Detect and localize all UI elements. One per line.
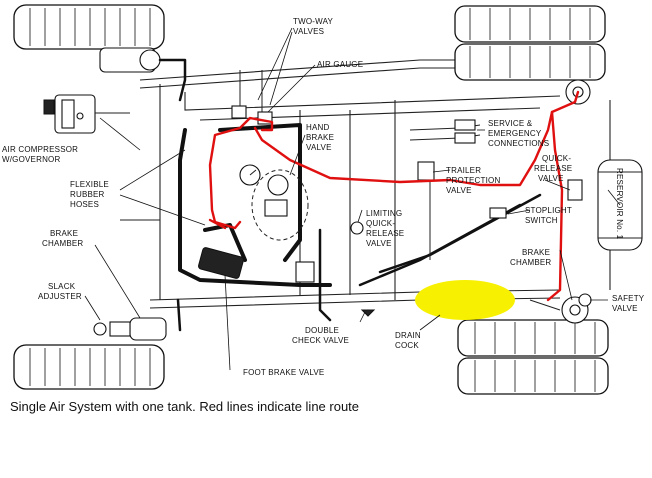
label-brake-chamber-right-1: BRAKE (522, 248, 550, 257)
label-brake-chamber-left-1: BRAKE (50, 229, 78, 238)
trailer-protection-valve (417, 161, 435, 181)
front-hub (99, 47, 161, 73)
air-gauge (239, 164, 261, 186)
label-limiting-2: QUICK- (366, 219, 395, 228)
label-limiting-1: LIMITING (366, 209, 402, 218)
label-slack-adjuster-1: SLACK (48, 282, 76, 291)
label-brake-chamber-left-2: CHAMBER (42, 239, 83, 248)
foot-brake-valve (198, 247, 244, 279)
label-drain-cock-1: DRAIN (395, 331, 421, 340)
component-labels: TWO-WAY VALVES AIR GAUGE HAND BRAKE VALV… (2, 17, 645, 377)
label-stoplight-2: SWITCH (525, 216, 558, 225)
front-left-tire (13, 4, 165, 50)
label-drain-cock-2: COCK (395, 341, 419, 350)
label-air-compressor-1: AIR COMPRESSOR (2, 145, 78, 154)
label-double-check-2: CHECK VALVE (292, 336, 349, 345)
label-slack-adjuster-2: ADJUSTER (38, 292, 82, 301)
label-safety-valve-1: SAFETY (612, 294, 645, 303)
label-service-2: EMERGENCY (488, 129, 542, 138)
label-hand-brake-1: HAND (306, 123, 329, 132)
label-double-check-1: DOUBLE (305, 326, 339, 335)
label-quick-release-2: RELEASE (534, 164, 572, 173)
air-compressor (43, 94, 130, 134)
rear-right-tires (457, 319, 609, 395)
label-hand-brake-2: BRAKE (306, 133, 334, 142)
label-safety-valve-2: VALVE (612, 304, 638, 313)
label-trailer-protection-2: PROTECTION (446, 176, 500, 185)
label-air-compressor-2: W/GOVERNOR (2, 155, 60, 164)
label-stoplight-1: STOPLIGHT (525, 206, 572, 215)
rear-left-tires (454, 5, 606, 81)
label-foot-brake-valve: FOOT BRAKE VALVE (243, 368, 324, 377)
label-limiting-3: RELEASE (366, 229, 404, 238)
stoplight-switch (489, 207, 507, 219)
hand-brake-valve (251, 169, 309, 241)
red-line-route (208, 90, 580, 302)
label-brake-chamber-right-2: CHAMBER (510, 258, 551, 267)
drain-cock-highlight (415, 280, 515, 320)
label-trailer-protection-3: VALVE (446, 186, 472, 195)
label-flexible-hoses-3: HOSES (70, 200, 99, 209)
diagram-caption: Single Air System with one tank. Red lin… (10, 399, 360, 414)
double-check-valve (295, 261, 376, 317)
label-trailer-protection-1: TRAILER (446, 166, 481, 175)
label-service-1: SERVICE & (488, 119, 533, 128)
limiting-quick-release-valve (350, 221, 364, 235)
label-quick-release-1: QUICK- (542, 154, 571, 163)
label-hand-brake-3: VALVE (306, 143, 332, 152)
quick-release-valve (567, 179, 583, 201)
label-flexible-hoses-2: RUBBER (70, 190, 105, 199)
label-quick-release-3: VALVE (538, 174, 564, 183)
label-reservoir: RESERVOIR No. 1 (615, 168, 624, 240)
label-service-3: CONNECTIONS (488, 139, 549, 148)
label-two-way-valves-1: TWO-WAY (293, 17, 334, 26)
leader-lines (84, 27, 621, 371)
label-two-way-valves-2: VALVES (293, 27, 324, 36)
front-right-tire (13, 344, 165, 390)
service-emergency-connections (454, 119, 476, 144)
label-air-gauge: AIR GAUGE (317, 60, 363, 69)
label-flexible-hoses-1: FLEXIBLE (70, 180, 109, 189)
label-limiting-4: VALVE (366, 239, 392, 248)
safety-valve (578, 293, 592, 307)
front-brake-chamber (93, 317, 167, 341)
